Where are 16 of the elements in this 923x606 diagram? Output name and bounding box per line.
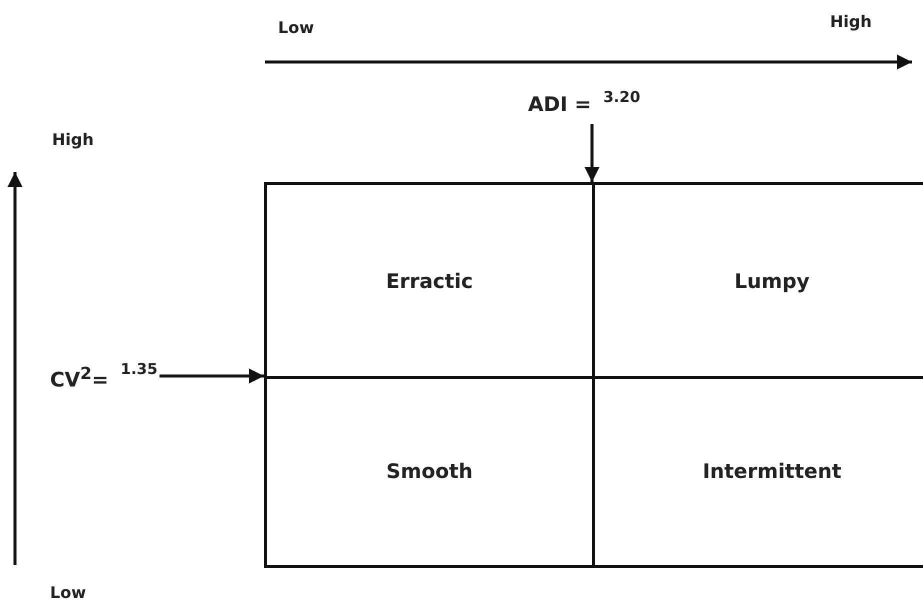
quadrant-label: Smooth (386, 458, 473, 482)
arrow (160, 368, 264, 384)
threshold-value: 1.35 (120, 360, 158, 378)
axis-label: High (52, 130, 94, 149)
axis-label: High (830, 12, 872, 31)
axis-label: Low (50, 583, 86, 602)
quadrant-label: Intermittent (702, 458, 842, 482)
quadrant-label: Lumpy (734, 268, 810, 292)
quadrant-label: Erractic (386, 268, 473, 292)
matrix-grid (264, 182, 923, 568)
matrix-cell (267, 185, 595, 379)
threshold-label: CV$^{2}$= (50, 364, 109, 392)
axis-label: Low (278, 18, 314, 37)
threshold-label: ADI = (528, 92, 592, 116)
arrow (584, 124, 600, 182)
threshold-value: 3.20 (603, 88, 640, 106)
